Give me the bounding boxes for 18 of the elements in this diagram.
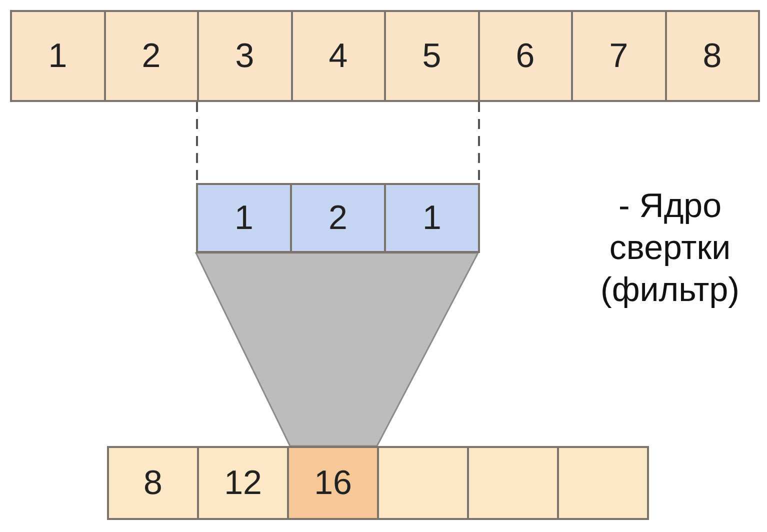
number-cell: 3 xyxy=(197,10,292,102)
number-cell: 6 xyxy=(478,10,573,102)
caption-text: - Ядро свертки (фильтр) xyxy=(600,186,740,311)
projection-band xyxy=(194,252,480,447)
number-cell: 1 xyxy=(10,10,106,102)
number-cell: 2 xyxy=(104,10,199,102)
dashed-guide-line xyxy=(196,102,198,183)
number-cell: 1 xyxy=(196,183,292,253)
number-cell: 4 xyxy=(290,10,386,102)
dashed-guide-line xyxy=(478,102,480,183)
number-cell: 8 xyxy=(107,446,199,520)
number-cell: 5 xyxy=(384,10,480,102)
number-cell: 12 xyxy=(197,446,289,520)
number-cell: 7 xyxy=(571,10,666,102)
number-cell: 8 xyxy=(664,10,760,102)
number-cell: 2 xyxy=(290,183,386,253)
number-cell: 16 xyxy=(287,446,379,520)
number-cell: 1 xyxy=(384,183,480,253)
